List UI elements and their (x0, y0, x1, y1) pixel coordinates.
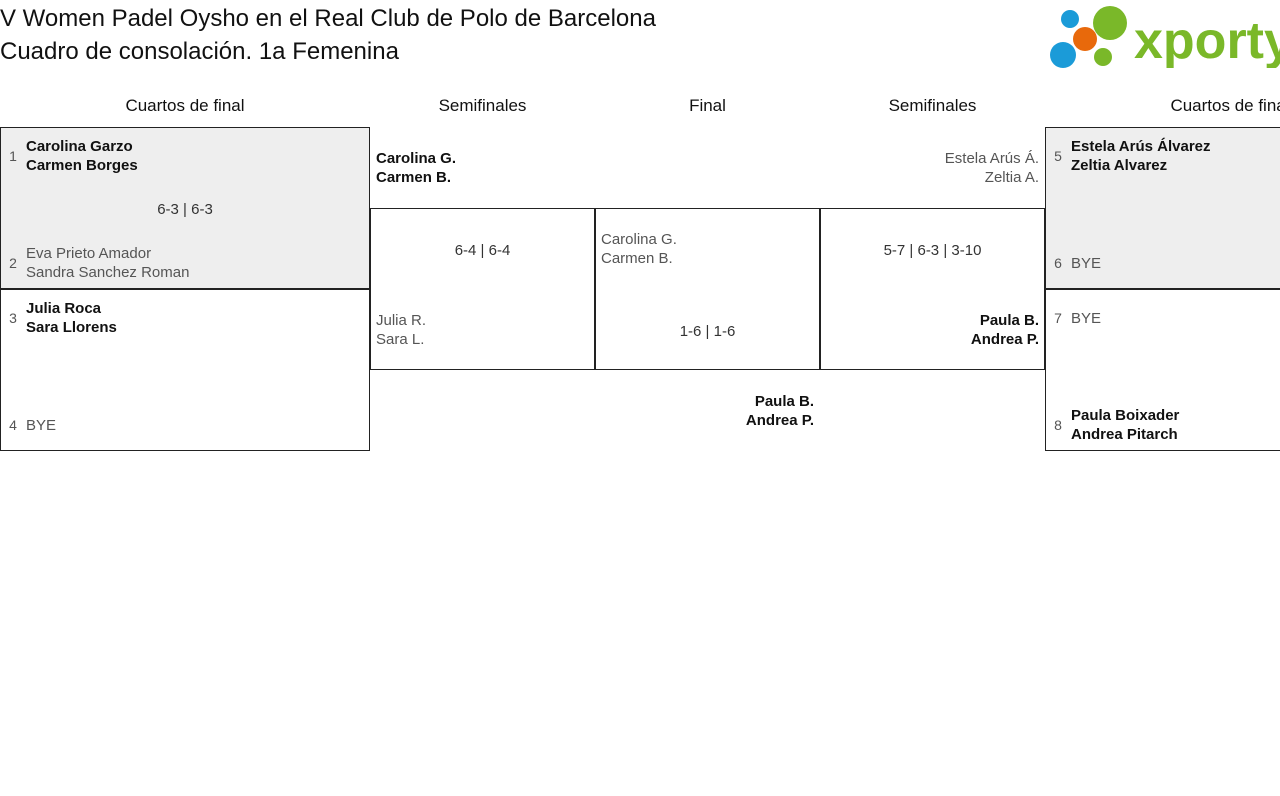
logo-dot-blue-small (1061, 10, 1079, 28)
team-sf-right-top-player1: Estela Arús Á. (944, 150, 1039, 167)
seed-number-8: 8 (1054, 417, 1062, 433)
seed-number-3: 3 (9, 310, 17, 326)
team-sf-left-top-player2: Carmen B. (376, 169, 452, 186)
score-qf1: 6-3 | 6-3 (157, 201, 213, 218)
team-sf-left-top[interactable]: Carolina G. Carmen B. (376, 149, 456, 187)
round-header-final: Final (689, 96, 726, 115)
match-box-qf1[interactable] (0, 127, 370, 289)
score-sf-right: 5-7 | 6-3 | 3-10 (883, 242, 982, 259)
team-qf4-bottom[interactable]: Paula Boixader Andrea Pitarch (1071, 406, 1179, 444)
team-qf2-bottom[interactable]: BYE (26, 416, 56, 435)
draw-subtitle: Cuadro de consolación. 1a Femenina (0, 38, 399, 65)
match-box-qf2[interactable] (0, 289, 370, 451)
team-final-top[interactable]: Carolina G. Carmen B. (601, 230, 677, 268)
seed-number-7: 7 (1054, 310, 1062, 326)
logo-dot-green-large (1093, 6, 1127, 40)
team-sf-left-bottom[interactable]: Julia R. Sara L. (376, 311, 426, 349)
match-box-qf4[interactable] (1045, 289, 1280, 451)
round-header-quarterfinals-left: Cuartos de final (125, 96, 245, 115)
team-qf4-bottom-player2: Andrea Pitarch (1071, 426, 1178, 443)
seed-number-5: 5 (1054, 148, 1062, 164)
team-qf4-top-player1: BYE (1071, 310, 1102, 327)
match-box-qf3[interactable] (1045, 127, 1280, 289)
seed-number-1: 1 (9, 148, 17, 164)
team-final-top-player1: Carolina G. (601, 231, 677, 248)
team-sf-left-top-player1: Carolina G. (376, 150, 457, 167)
match-box-sf-left[interactable] (370, 208, 595, 370)
tournament-name: V Women Padel Oysho en el Real Club de P… (0, 5, 656, 32)
logo-dot-green-small (1094, 48, 1112, 66)
seed-number-6: 6 (1054, 255, 1062, 271)
team-sf-left-bottom-player1: Julia R. (376, 312, 427, 329)
team-sf-left-bottom-player2: Sara L. (376, 331, 425, 348)
round-header-quarterfinals-right: Cuartos de final (1170, 96, 1280, 115)
team-final-bottom-player1: Paula B. (754, 393, 814, 410)
match-box-final[interactable] (595, 208, 820, 370)
team-sf-right-top[interactable]: Estela Arús Á. Zeltia A. (820, 149, 1039, 187)
xporty-logo-svg: xporty (1050, 6, 1280, 68)
team-qf3-bottom-player1: BYE (1071, 255, 1102, 272)
logo-wordmark: xporty (1134, 12, 1280, 68)
team-qf2-bottom-player1: BYE (26, 417, 57, 434)
team-qf3-top-player2: Zeltia Alvarez (1071, 157, 1168, 174)
seed-number-2: 2 (9, 255, 17, 271)
score-sf-left: 6-4 | 6-4 (454, 242, 511, 259)
team-final-bottom-player2: Andrea P. (745, 412, 814, 429)
team-qf1-bottom-player1: Eva Prieto Amador (26, 245, 152, 262)
team-sf-right-bottom[interactable]: Paula B. Andrea P. (820, 311, 1039, 349)
team-sf-right-top-player2: Zeltia A. (984, 169, 1039, 186)
page-title: V Women Padel Oysho en el Real Club de P… (0, 2, 900, 68)
team-qf1-top-player2: Carmen Borges (26, 157, 138, 174)
team-qf3-top[interactable]: Estela Arús Álvarez Zeltia Alvarez (1071, 137, 1211, 175)
match-box-sf-right[interactable] (820, 208, 1045, 370)
team-qf3-bottom[interactable]: BYE (1071, 254, 1101, 273)
team-qf2-top-player2: Sara Llorens (26, 319, 117, 336)
team-qf3-top-player1: Estela Arús Álvarez (1071, 138, 1211, 155)
team-qf1-top[interactable]: Carolina Garzo Carmen Borges (26, 137, 138, 175)
team-qf4-bottom-player1: Paula Boixader (1071, 407, 1180, 424)
xporty-logo[interactable]: xporty (1048, 6, 1280, 68)
team-sf-right-bottom-player2: Andrea P. (970, 331, 1039, 348)
seed-number-4: 4 (9, 417, 17, 433)
team-final-top-player2: Carmen B. (601, 250, 673, 267)
team-qf1-top-player1: Carolina Garzo (26, 138, 133, 155)
team-final-bottom[interactable]: Paula B. Andrea P. (595, 392, 814, 430)
team-qf4-top[interactable]: BYE (1071, 309, 1101, 328)
round-header-semifinals-left: Semifinales (438, 96, 527, 115)
logo-dot-orange (1073, 27, 1097, 51)
team-qf1-bottom-player2: Sandra Sanchez Roman (26, 264, 190, 281)
team-qf1-bottom[interactable]: Eva Prieto Amador Sandra Sanchez Roman (26, 244, 189, 282)
logo-dot-blue-large (1050, 42, 1076, 68)
score-final: 1-6 | 1-6 (679, 323, 736, 340)
team-sf-right-bottom-player1: Paula B. (979, 312, 1039, 329)
team-qf2-top-player1: Julia Roca (26, 300, 102, 317)
team-qf2-top[interactable]: Julia Roca Sara Llorens (26, 299, 117, 337)
round-header-semifinals-right: Semifinales (888, 96, 977, 115)
